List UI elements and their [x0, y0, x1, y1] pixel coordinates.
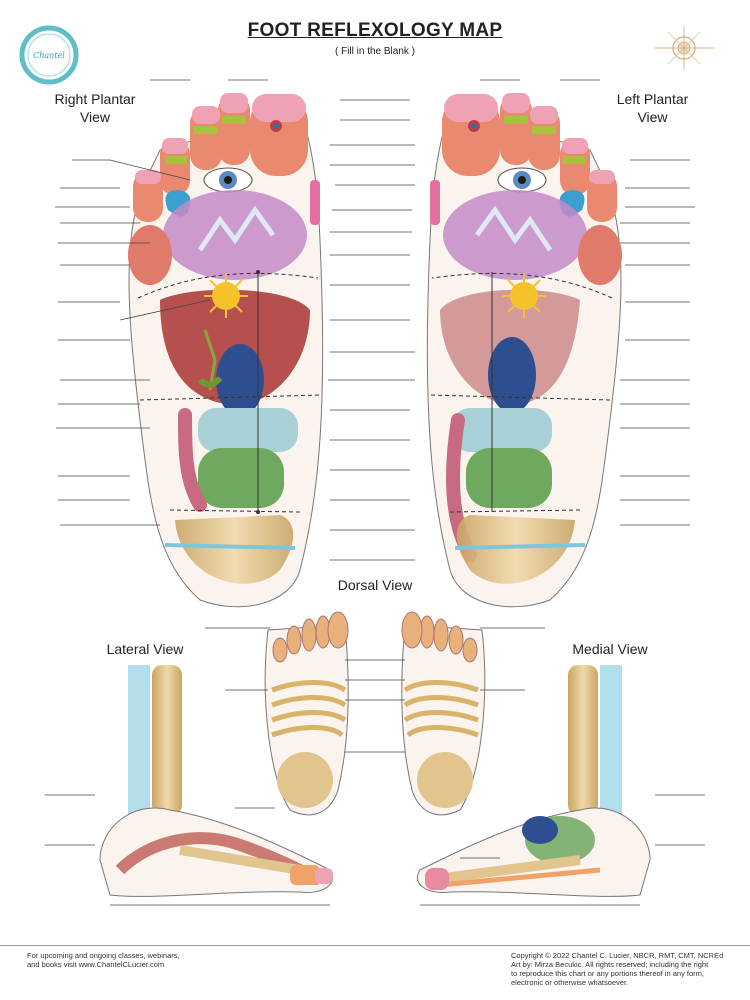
page-subtitle: ( Fill in the Blank ): [334, 46, 416, 57]
right-toes: [133, 93, 308, 222]
left-plantar-foot: [426, 93, 622, 608]
brand-logo: Chantel: [18, 24, 80, 86]
lateral-view-foot: [45, 665, 333, 906]
medial-view-foot: [417, 665, 705, 906]
lateral-view-label: Lateral View: [106, 641, 184, 657]
right-plantar-view-label: Right Plantar View: [54, 91, 136, 125]
right-plantar-foot: [128, 93, 324, 608]
footer-class-info: For upcoming and ongoing classes, webina…: [27, 951, 180, 969]
svg-text:Chantel: Chantel: [33, 51, 65, 60]
sun-moon-emblem-icon: [648, 22, 720, 74]
page-title: FOOT REFLEXOLOGY MAP: [247, 20, 503, 41]
dorsal-view-feet: [205, 611, 545, 816]
medial-view-label: Medial View: [572, 641, 648, 657]
blank-label-lines: [55, 79, 695, 561]
footer-divider: [0, 945, 750, 946]
left-plantar-view-label: Left Plantar View: [616, 91, 689, 125]
footer-copyright: Copyright © 2022 Chantel C. Lucier, NBCR…: [511, 951, 724, 987]
dorsal-view-label: Dorsal View: [337, 577, 413, 593]
